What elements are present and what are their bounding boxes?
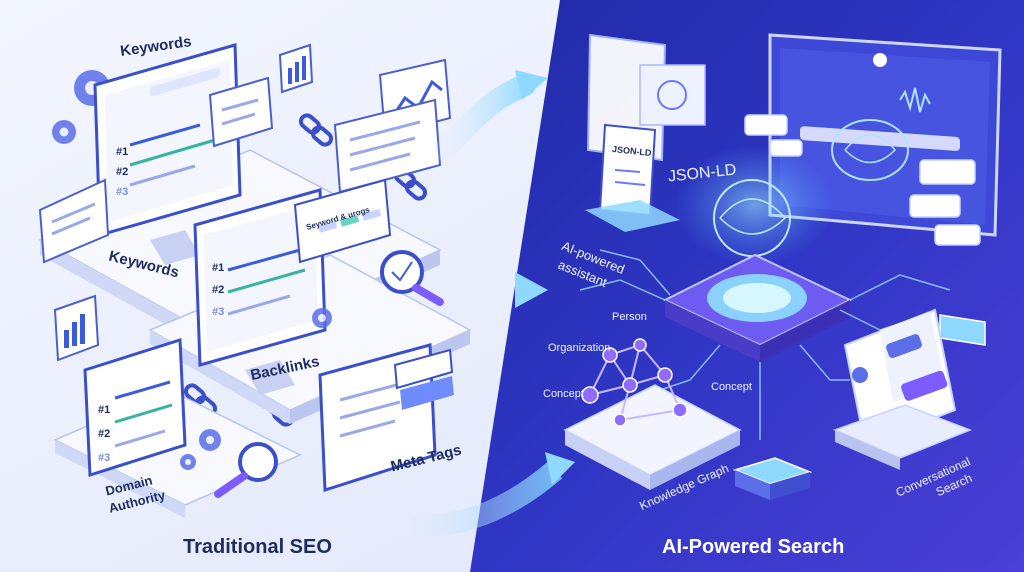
label-concept-right: Concept <box>711 381 752 393</box>
rank-1-bottom: #1 <box>98 404 111 416</box>
rank-3-bottom: #3 <box>98 452 111 464</box>
gear-icon <box>312 308 332 328</box>
rank-1-top: #1 <box>116 146 129 158</box>
rank-2-mid: #2 <box>212 284 225 296</box>
keyword-popup <box>293 178 392 264</box>
magnifier-icon <box>214 442 278 498</box>
left-panel-title: Traditional SEO <box>183 536 332 558</box>
rank-3-mid: #3 <box>212 306 225 318</box>
page-card-right <box>333 98 442 194</box>
json-ld-doc <box>586 33 706 217</box>
label-concept-left: Concept <box>543 388 584 400</box>
meta-tags-card <box>318 343 454 493</box>
small-card-top <box>208 76 274 148</box>
bar-chart-card <box>53 294 100 362</box>
rank-3-top: #3 <box>116 186 129 198</box>
monitor-backlinks <box>193 188 327 395</box>
monitor-keywords <box>93 43 242 265</box>
right-panel-title: AI-Powered Search <box>662 536 845 558</box>
rank-2-top: #2 <box>116 166 129 178</box>
json-ld-platform <box>585 200 680 232</box>
conversational-search <box>832 308 973 470</box>
rank-1-mid: #1 <box>212 262 225 274</box>
rank-2-bottom: #2 <box>98 428 111 440</box>
label-organization: Organization <box>548 342 611 354</box>
magnifier-icon <box>380 250 444 306</box>
server-block <box>732 457 813 500</box>
knowledge-graph <box>581 338 688 427</box>
gear-icon <box>180 429 221 470</box>
small-card-left <box>38 178 110 264</box>
bar-chart-icon <box>278 43 314 94</box>
transition-arrows <box>409 70 575 537</box>
label-person: Person <box>612 311 647 323</box>
ai-hub <box>662 145 853 362</box>
domain-authority-card <box>83 337 187 478</box>
